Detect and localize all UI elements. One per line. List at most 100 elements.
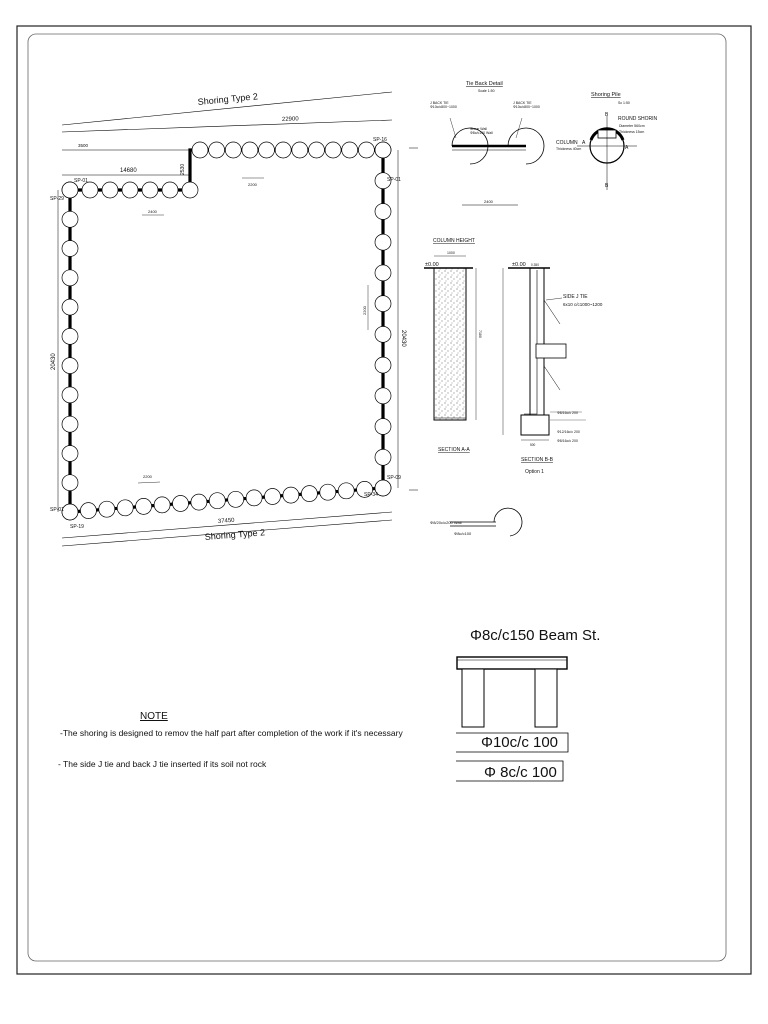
pile-circle (190, 493, 208, 511)
dim-bottom: 37450 (218, 518, 236, 525)
pile-circle (61, 240, 79, 257)
pile-circle (80, 502, 97, 519)
spacing-dim-c (137, 481, 161, 484)
wall-detail-note1: Φ8/20c/c200 Wall (430, 520, 462, 525)
pile-circle (291, 141, 309, 159)
section-b-option: Option 1 (525, 469, 544, 475)
pile-spacing-a: 2200 (248, 182, 258, 187)
label-shoring-type-bottom: Shoring Type 2 (204, 527, 265, 542)
pile-title: Shoring Pile (591, 92, 621, 98)
section-b-side-tie-label: SIDE J TIE (563, 294, 588, 300)
sp-bottom-right: SP-34 (364, 492, 378, 498)
sp-right-top: SP-01 (387, 177, 401, 183)
note-line-1: -The shoring is designed to remov the ha… (60, 728, 403, 738)
pile-marker-a2: A (625, 145, 629, 151)
pile-circle (374, 203, 392, 220)
beam-spec2-frame (456, 760, 564, 782)
pile-circle (208, 492, 226, 510)
shoring-plan: Shoring Type 2 22900 3500 14680 2530 204… (50, 91, 418, 547)
section-b-level: ±0.00 (512, 262, 526, 268)
section-b-bar1: Φ8/16c/c 200 (557, 411, 578, 415)
pile-circle (374, 326, 392, 343)
pile-circle (308, 141, 325, 159)
pile-circle (258, 141, 275, 159)
pile-spacing-b: 2400 (148, 209, 158, 214)
dim-line-top (61, 119, 393, 133)
inner-frame (27, 33, 727, 962)
section-b-footing-width: 500 (530, 443, 536, 447)
pile-circle (61, 503, 79, 521)
pile-circle (374, 233, 392, 251)
pile-circle (116, 499, 134, 517)
pile-round-label: ROUND SHORIN (618, 116, 658, 122)
pile-circle (227, 490, 245, 508)
pile-circle (61, 298, 79, 316)
dim-line-bottom-2 (61, 519, 393, 547)
beam-leg-right (534, 668, 558, 728)
sp-left-bottom: SP-01 (50, 507, 64, 513)
pile-column-label: COLUMN (556, 140, 578, 146)
beam-spec2: Φ 8c/c 100 (484, 764, 557, 781)
section-a-title: SECTION A-A (438, 447, 470, 453)
tieback-leader-left (449, 117, 457, 139)
pile-circle (181, 181, 199, 199)
pile-spacing-side: 2200 (362, 305, 367, 315)
dim-top-short: 3500 (78, 143, 89, 148)
sp-top-left: SP-01 (74, 178, 88, 184)
tieback-scale: Scale 1:50 (478, 89, 495, 93)
pile-circle (61, 415, 79, 433)
pile-thickness: Thickness 15cm (619, 130, 644, 134)
pile-circle (374, 448, 392, 466)
pile-circle (61, 269, 79, 287)
pile-marker-b: B (605, 112, 609, 118)
pile-circle (374, 356, 392, 374)
pile-circle (245, 489, 263, 507)
pile-circle (135, 498, 152, 515)
tieback-title: Tie Back Detail (466, 81, 503, 87)
section-b-diag-2 (543, 365, 561, 391)
shoring-pile-detail: Shoring Pile Sc 1:50 A A B B ROUND SHORI… (556, 92, 658, 190)
pile-circle (141, 181, 159, 199)
sp-right-bottom: SP-09 (387, 475, 401, 481)
pile-diameter: Diameter 560cm (619, 124, 645, 128)
pile-circle (61, 386, 79, 404)
section-b-tie-leader (545, 297, 563, 301)
beam-spec1: Φ10c/c 100 (481, 734, 558, 751)
label-shoring-type-top: Shoring Type 2 (197, 91, 258, 107)
pile-circle (81, 181, 99, 199)
section-a-a: COLUMN HEIGHT ±0.00 1000 7180 SECTION A-… (424, 238, 482, 453)
pile-circle (61, 474, 79, 492)
pile-column-thickness: Thickness 40cm (556, 147, 581, 151)
notes-title: NOTE (140, 711, 168, 722)
pile-circle (264, 488, 281, 505)
pile-circle (172, 495, 189, 512)
outer-frame (16, 25, 752, 975)
pile-circle (101, 181, 119, 199)
section-b-diag-1 (543, 299, 561, 325)
pile-circle (301, 485, 318, 502)
pile-circle (374, 141, 392, 159)
pile-circle (161, 181, 179, 199)
wall-detail-pile (493, 507, 523, 537)
section-a-column (433, 267, 467, 421)
pile-circle (374, 264, 392, 282)
section-b-top-dim: 0.350 (531, 263, 539, 267)
sp-top-right: SP-16 (373, 137, 387, 143)
pile-circle (374, 172, 392, 190)
pile-circle (61, 181, 79, 199)
tieback-pile-right (507, 127, 545, 165)
pile-circle (98, 500, 116, 518)
dim-line-top-slant (61, 91, 393, 126)
pile-circle (337, 482, 355, 500)
pile-circle (319, 483, 337, 501)
tieback-width: 2400 (484, 199, 494, 204)
tieback-pile-left (451, 127, 489, 165)
dim-step: 2530 (180, 164, 186, 175)
pile-scale: Sc 1:50 (618, 101, 630, 105)
dim-line-bottom (61, 511, 393, 539)
pile-circle (61, 445, 79, 462)
pile-circle (274, 141, 292, 159)
